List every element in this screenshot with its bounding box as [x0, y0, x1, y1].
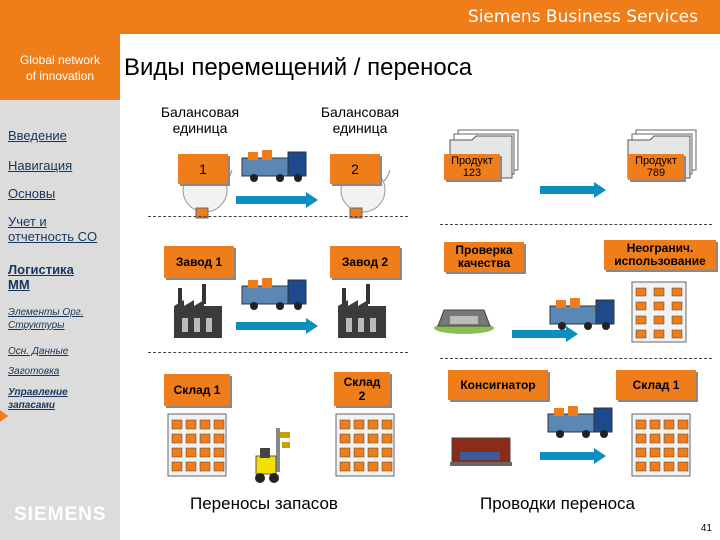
plant-1-box: Завод 1: [164, 246, 234, 278]
page-number: 41: [700, 523, 712, 534]
product-123-line1: Продукт: [451, 155, 493, 167]
storage-1-right-box: Склад 1: [616, 370, 696, 400]
company-code-header-2: Балансовая единица: [310, 104, 410, 136]
sidebar-item-navigation[interactable]: Навигация: [8, 158, 73, 173]
company-code-2-box: 2: [330, 154, 380, 184]
warehouse-1-icon: [167, 413, 227, 477]
company-code-1-box: 1: [178, 154, 228, 184]
sidebar-item-intro[interactable]: Введение: [8, 128, 67, 143]
storage-2-line2: 2: [358, 389, 366, 403]
warehouse-4-icon: [631, 413, 691, 477]
quality-inspection-line2: качества: [457, 256, 511, 270]
factory-1-icon: [174, 284, 222, 338]
quality-inspection-line1: Проверка: [455, 243, 513, 257]
product-789-line2: 789: [646, 167, 666, 179]
brand-name: Siemens Business Services: [467, 7, 698, 27]
posting-arrow-2: [512, 330, 568, 338]
posting-arrow-3: [540, 452, 596, 460]
sidebar-item-inventory-line1: Управление: [8, 387, 68, 398]
tagline-block: Global network of innovation: [0, 34, 120, 100]
sidebar-item-inventory-line2: запасами: [8, 400, 55, 411]
sidebar-item-basics[interactable]: Основы: [8, 186, 56, 201]
tagline-line-1: Global network: [19, 53, 101, 67]
sidebar-item-co-line2: отчетность CO: [8, 229, 98, 244]
product-123-line2: 123: [462, 167, 482, 179]
company-code-header-1: Балансовая единица: [150, 104, 250, 136]
sidebar-item-procurement[interactable]: Заготовка: [8, 366, 60, 377]
warehouse-2-icon: [335, 413, 395, 477]
transfer-arrow-2-head-icon: [306, 318, 318, 334]
posting-arrow-2-head-icon: [566, 326, 578, 342]
factory-2-icon: [338, 284, 386, 338]
divider-1: [148, 216, 408, 217]
sidebar-item-master-data[interactable]: Осн. Данные: [8, 346, 69, 357]
product-123-box: Продукт 123: [444, 154, 500, 180]
forklift-icon: [255, 428, 290, 483]
transfer-postings-caption: Проводки переноса: [480, 494, 635, 513]
sidebar-item-mm[interactable]: Логистика MM: [8, 262, 74, 292]
truck-icon: [241, 278, 307, 310]
sidebar-item-co-line1: Учет и: [8, 214, 47, 229]
quality-building-icon: [434, 309, 494, 334]
sidebar: Global network of innovation Введение На…: [0, 34, 120, 540]
product-789-line1: Продукт: [635, 155, 677, 167]
unrestricted-use-line1: Неогранич.: [626, 241, 694, 255]
siemens-logo: SIEMENS: [14, 504, 107, 525]
unrestricted-use-line2: использование: [614, 254, 706, 268]
company-code-header-1-line1: Балансовая: [160, 104, 240, 120]
sidebar-item-mm-line2: MM: [8, 277, 30, 292]
sidebar-item-org-line2: Структуры: [8, 320, 65, 331]
truck-icon: [241, 150, 307, 182]
transfer-arrow-1-head-icon: [306, 192, 318, 208]
sidebar-item-inventory[interactable]: Управление запасами: [8, 386, 68, 412]
storage-2-box: Склад 2: [334, 372, 390, 406]
consignor-box: Консигнатор: [448, 370, 548, 400]
unrestricted-use-box: Неогранич. использование: [604, 240, 716, 270]
company-code-header-2-line2: единица: [332, 120, 388, 136]
plant-2-box: Завод 2: [330, 246, 400, 278]
consignor-building-icon: [450, 437, 512, 466]
storage-2-line1: Склад: [343, 375, 381, 389]
stock-transfers-caption: Переносы запасов: [190, 494, 338, 513]
sidebar-item-co[interactable]: Учет и отчетность CO: [8, 214, 97, 244]
header-bar: Siemens Business Services: [0, 0, 720, 34]
sidebar-item-mm-line1: Логистика: [8, 262, 74, 277]
current-item-marker-icon: [0, 410, 8, 422]
transfer-arrow-2: [236, 322, 308, 330]
truck-icon: [547, 406, 613, 438]
posting-arrow-1-head-icon: [594, 182, 606, 198]
divider-2: [148, 352, 408, 353]
page-title: Виды перемещений / переноса: [124, 54, 473, 81]
transfer-arrow-1: [236, 196, 308, 204]
tagline-line-2: of innovation: [25, 69, 95, 83]
truck-icon: [549, 298, 615, 330]
posting-arrow-3-head-icon: [594, 448, 606, 464]
storage-1-box: Склад 1: [164, 374, 230, 406]
company-code-header-1-line2: единица: [172, 120, 228, 136]
quality-inspection-box: Проверка качества: [444, 242, 524, 272]
sidebar-item-org[interactable]: Элементы Орг. Структуры: [8, 306, 83, 332]
divider-4: [440, 358, 712, 359]
warehouse-3-icon: [631, 281, 687, 343]
product-789-box: Продукт 789: [628, 154, 684, 180]
sidebar-item-org-line1: Элементы Орг.: [8, 307, 84, 318]
company-code-header-2-line1: Балансовая: [320, 104, 400, 120]
posting-arrow-1: [540, 186, 596, 194]
divider-3: [440, 224, 712, 225]
